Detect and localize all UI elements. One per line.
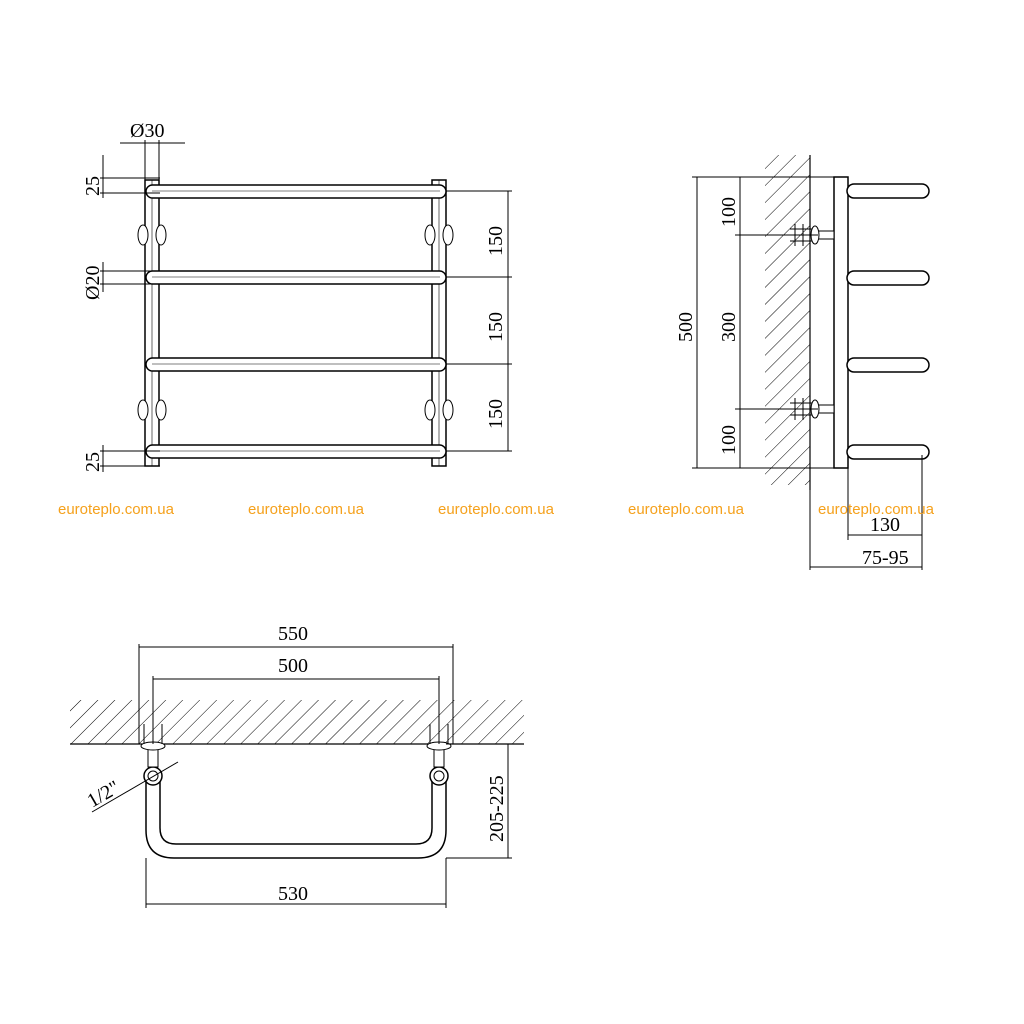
watermark-5: euroteplo.com.ua bbox=[818, 501, 935, 518]
pipe-diameter-label: Ø30 bbox=[130, 120, 164, 142]
watermark-4: euroteplo.com.ua bbox=[628, 501, 745, 518]
horizontal-bars bbox=[145, 184, 447, 459]
bar-width-label: 530 bbox=[278, 883, 308, 905]
mount-brackets bbox=[137, 224, 454, 421]
top-to-mount-label: 100 bbox=[718, 197, 740, 227]
side-collector bbox=[833, 176, 849, 469]
bottom-to-mount-label: 100 bbox=[718, 425, 740, 455]
bar-1 bbox=[145, 184, 447, 199]
thread-size-label: 1/2" bbox=[84, 776, 124, 812]
watermark-3: euroteplo.com.ua bbox=[438, 501, 555, 518]
top-wall-mounts bbox=[140, 724, 452, 768]
bar-2 bbox=[145, 270, 447, 285]
outer-width-label: 550 bbox=[278, 623, 308, 645]
bar-spacing-2-label: 150 bbox=[485, 312, 507, 342]
watermark-row: euroteplo.com.ua euroteplo.com.ua eurote… bbox=[58, 501, 935, 518]
wall-offset-label: 205-225 bbox=[486, 775, 508, 842]
mount-spacing-label: 300 bbox=[718, 312, 740, 342]
side-view: 500 100 300 100 130 75-95 bbox=[675, 155, 930, 570]
bar-3 bbox=[145, 357, 447, 372]
u-bar bbox=[145, 778, 447, 859]
depth-label: 130 bbox=[870, 514, 900, 536]
bar-spacing-1-label: 150 bbox=[485, 226, 507, 256]
side-wall-hatch bbox=[765, 155, 810, 485]
top-offset-label: 25 bbox=[82, 176, 104, 196]
total-height-label: 500 bbox=[675, 312, 697, 342]
center-distance-label: 500 bbox=[278, 655, 308, 677]
watermark-2: euroteplo.com.ua bbox=[248, 501, 365, 518]
wall-distance-label: 75-95 bbox=[862, 547, 909, 569]
bar-diameter-label: Ø20 bbox=[82, 266, 104, 300]
side-bars bbox=[846, 183, 930, 460]
top-view: 550 500 530 205-225 1/2" bbox=[70, 623, 524, 908]
bar-spacing-3-label: 150 bbox=[485, 399, 507, 429]
bar-4 bbox=[145, 444, 447, 459]
front-view: Ø30 25 Ø20 25 150 150 150 bbox=[82, 120, 512, 472]
watermark-1: euroteplo.com.ua bbox=[58, 501, 175, 518]
bottom-offset-label: 25 bbox=[82, 452, 104, 472]
top-wall-hatch bbox=[70, 700, 524, 744]
